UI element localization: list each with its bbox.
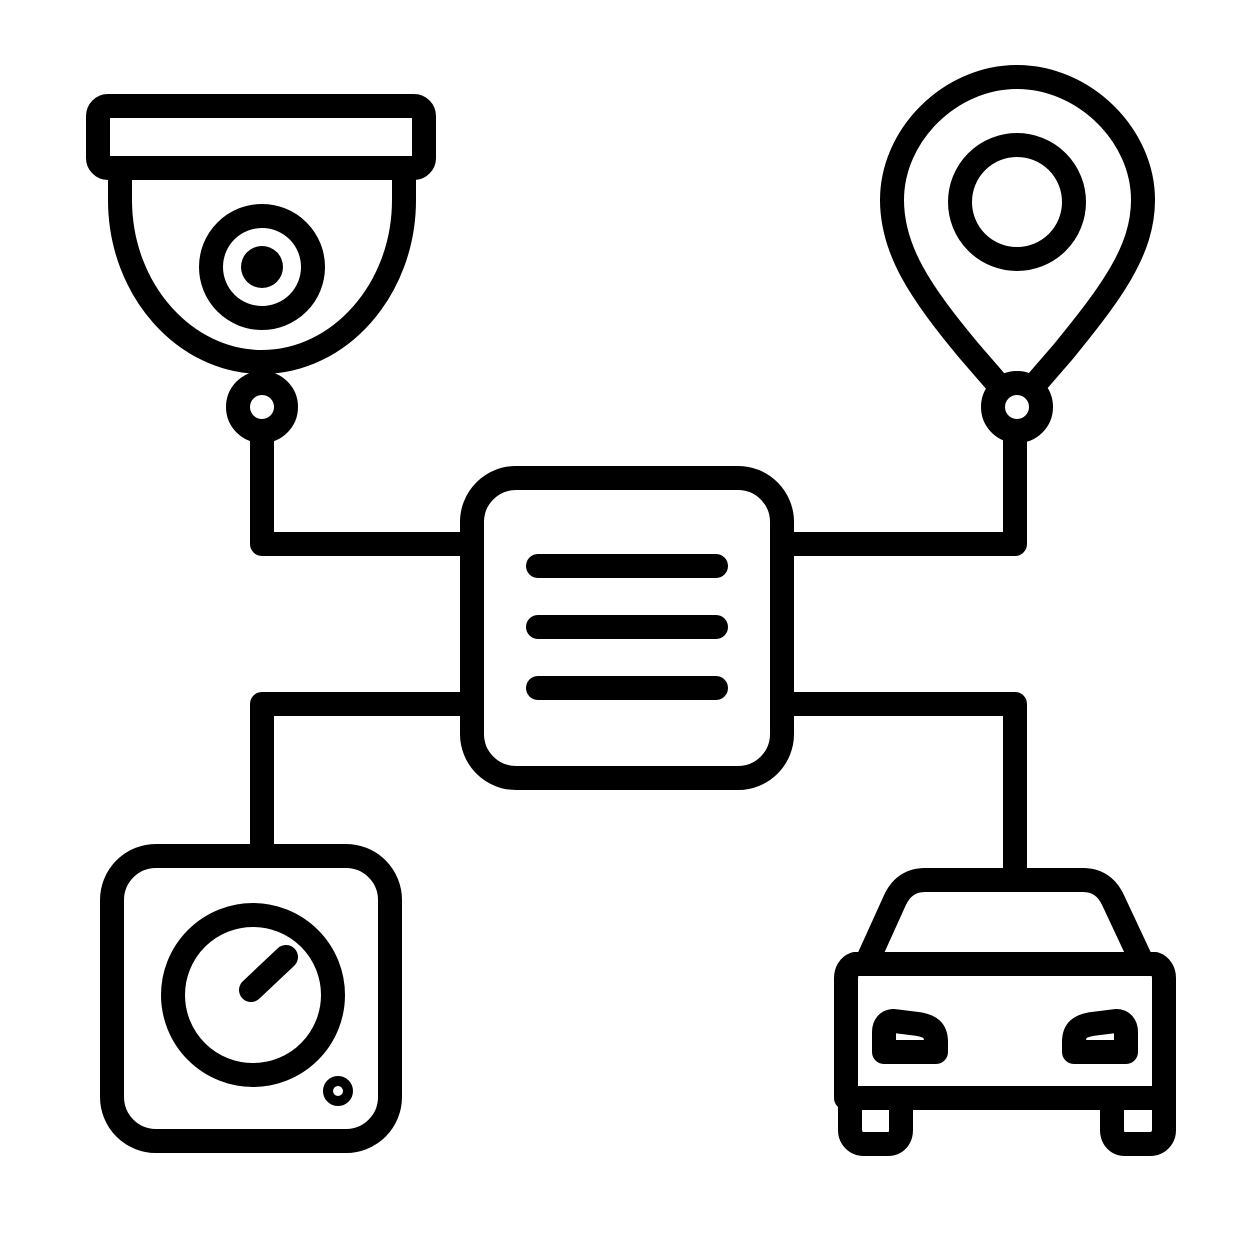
camera-mount <box>86 94 436 180</box>
car-icon <box>834 868 1176 1156</box>
camera-lens <box>241 246 283 288</box>
camera-lens-ring <box>199 204 325 330</box>
car-body <box>834 868 1176 1110</box>
location-pin-icon <box>880 65 1155 443</box>
document-lines-icon <box>460 466 794 790</box>
pin-node <box>981 371 1053 443</box>
gauge-dial <box>161 903 345 1087</box>
connector-pin-hub <box>770 419 1027 556</box>
car-headlight-left <box>872 1009 948 1064</box>
camera-node <box>226 371 298 443</box>
gauge-needle <box>239 945 298 1002</box>
pin-outline <box>880 65 1155 394</box>
security-camera-icon <box>86 94 436 443</box>
pin-hole <box>948 133 1086 271</box>
car-headlight-right <box>1062 1009 1138 1064</box>
gauge-button <box>323 1076 353 1106</box>
connector-car-hub <box>770 692 1027 882</box>
camera-dome <box>108 156 416 374</box>
connector-gauge-hub <box>250 692 484 859</box>
speedometer-icon <box>100 844 402 1153</box>
connector-camera-hub <box>250 419 484 556</box>
hub-box <box>460 466 794 790</box>
car-wheel-left <box>838 1086 913 1156</box>
connectors <box>250 419 1027 882</box>
car-wheel-right <box>1100 1086 1176 1156</box>
gauge-box <box>100 844 402 1153</box>
